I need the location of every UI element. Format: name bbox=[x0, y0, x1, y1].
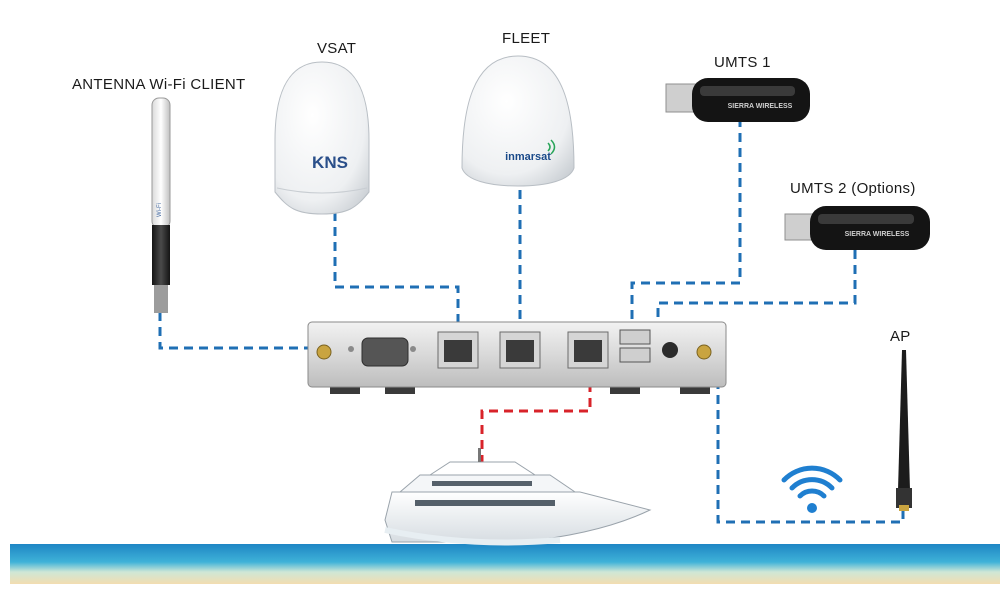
umts1-label: UMTS 1 bbox=[714, 54, 771, 71]
link-ap bbox=[716, 365, 905, 524]
umts1-usb-brand: SIERRA WIRELESS bbox=[728, 103, 793, 110]
vsat-label: VSAT bbox=[317, 40, 357, 57]
fleet-label: FLEET bbox=[502, 30, 551, 47]
fleet-dome-icon: inmarsat bbox=[461, 55, 575, 187]
umts2-usb-stick-icon: SIERRA WIRELESS bbox=[784, 206, 930, 250]
blue-links bbox=[158, 118, 905, 524]
link-red-lan bbox=[480, 368, 592, 476]
umts1-usb-stick-icon: SIERRA WIRELESS bbox=[665, 78, 810, 122]
yacht-icon bbox=[384, 448, 652, 546]
umts2-label: UMTS 2 (Options) bbox=[790, 180, 916, 197]
vsat-brand: KNS bbox=[312, 153, 348, 172]
ap-label: AP bbox=[890, 328, 911, 345]
vsat-dome-icon: KNS bbox=[274, 61, 370, 215]
antenna-connector-right bbox=[696, 344, 712, 360]
serial-port bbox=[361, 337, 409, 367]
antenna-connector-left bbox=[316, 344, 332, 360]
antenna-label: ANTENNA Wi-Fi CLIENT bbox=[72, 76, 246, 93]
svg-text:Wi-Fi: Wi-Fi bbox=[157, 203, 163, 217]
usb-port-1 bbox=[619, 329, 651, 345]
link-umts1 bbox=[630, 118, 742, 330]
umts2-usb-brand: SIERRA WIRELESS bbox=[845, 231, 910, 238]
sea-strip bbox=[10, 544, 1000, 584]
power-jack bbox=[662, 342, 678, 358]
ap-antenna-icon bbox=[896, 350, 912, 511]
fleet-brand: inmarsat bbox=[505, 151, 551, 163]
link-vsat bbox=[333, 212, 460, 330]
link-umts2 bbox=[656, 250, 857, 330]
usb-port-2 bbox=[619, 347, 651, 363]
wifi-signal-icon bbox=[781, 465, 843, 513]
link-antenna bbox=[158, 312, 318, 350]
antenna-wifi-client-icon: Wi-Fi bbox=[151, 97, 171, 313]
router-box bbox=[307, 321, 727, 394]
